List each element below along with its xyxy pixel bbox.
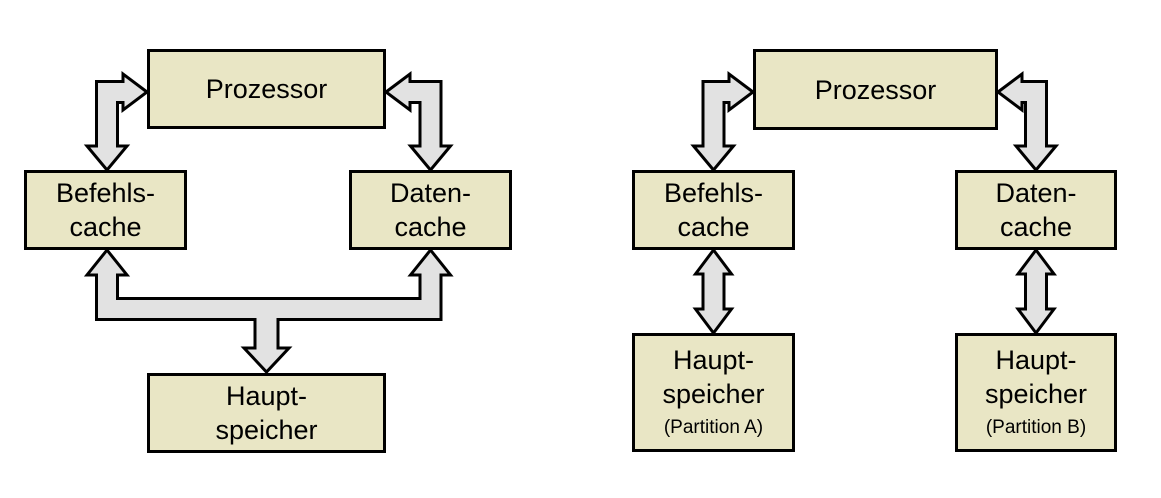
- right-processor-label: Prozessor: [814, 74, 937, 105]
- left-instruction-cache-box: Befehls- cache: [24, 170, 187, 250]
- right-instruction-cache-label-line1: Befehls-: [663, 178, 764, 208]
- right-main-memory-a-box: Haupt- speicher (Partition A): [632, 333, 795, 452]
- right-data-cache-memory-arrow: [1015, 247, 1057, 336]
- left-main-memory-box: Haupt- speicher: [147, 373, 386, 453]
- left-instruction-cache-label-line2: cache: [69, 212, 142, 242]
- left-processor-instruction-cache-arrow: [83, 71, 150, 173]
- left-processor-box: Prozessor: [147, 49, 386, 129]
- left-data-cache-box: Daten- cache: [349, 170, 512, 250]
- left-memory-fork-arrow: [83, 247, 454, 375]
- right-processor-instruction-cache-arrow: [690, 71, 756, 173]
- right-main-memory-a-label-line2: speicher: [662, 379, 765, 409]
- right-data-cache-label-line1: Daten-: [995, 178, 1077, 208]
- right-data-cache-label-line2: cache: [999, 212, 1073, 242]
- right-processor-data-cache-arrow: [995, 71, 1060, 173]
- right-instruction-cache-memory-arrow: [692, 247, 735, 336]
- right-instruction-cache-label-line2: cache: [677, 212, 750, 242]
- left-processor-label: Prozessor: [205, 74, 328, 104]
- right-main-memory-a-partition-label: (Partition A): [663, 417, 764, 438]
- right-main-memory-b-box: Haupt- speicher (Partition B): [955, 333, 1117, 452]
- right-main-memory-b-partition-label: (Partition B): [985, 417, 1087, 438]
- right-processor-box: Prozessor: [753, 49, 998, 130]
- left-main-memory-label-line2: speicher: [215, 415, 318, 445]
- right-main-memory-b-label-line1: Haupt-: [995, 345, 1077, 375]
- right-data-cache-box: Daten- cache: [955, 170, 1117, 250]
- left-instruction-cache-label-line1: Befehls-: [55, 178, 156, 208]
- left-processor-data-cache-arrow: [383, 71, 454, 173]
- left-data-cache-label-line2: cache: [394, 212, 467, 242]
- left-main-memory-label-line1: Haupt-: [225, 381, 308, 411]
- right-main-memory-b-label-line2: speicher: [984, 379, 1088, 409]
- right-instruction-cache-box: Befehls- cache: [632, 170, 795, 250]
- right-main-memory-a-label-line1: Haupt-: [672, 345, 755, 375]
- left-data-cache-label-line1: Daten-: [389, 178, 472, 208]
